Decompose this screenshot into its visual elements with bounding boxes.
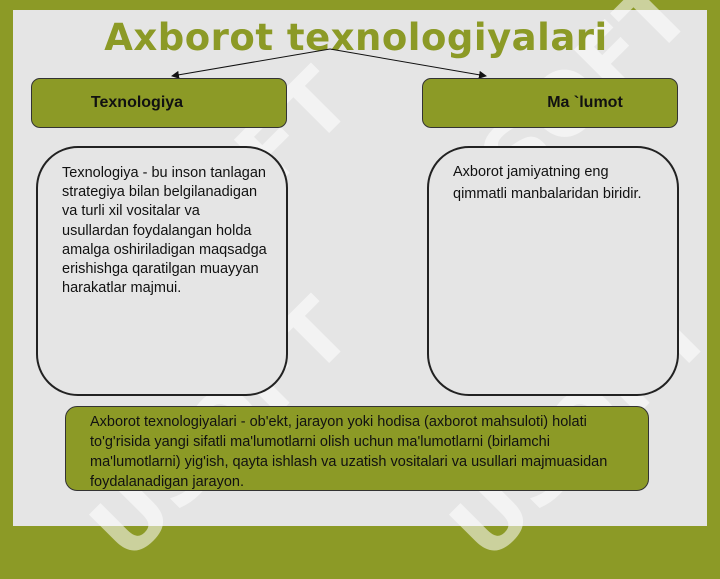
malumot-definition: Axborot jamiyatning eng qimmatli manbala… <box>453 164 642 202</box>
texnologiya-definition-box: Texnologiya - bu inson tanlagan strategi… <box>36 146 288 396</box>
axborot-texnologiyalari-definition-box: Axborot texnologiyalari - ob'ekt, jarayo… <box>65 406 649 491</box>
malumot-definition-box: Axborot jamiyatning eng qimmatli manbala… <box>427 146 679 396</box>
arrow-to-malumot <box>329 48 487 79</box>
texnologiya-definition: Texnologiya - bu inson tanlagan strategi… <box>62 165 267 297</box>
malumot-heading: Ma `lumot <box>547 94 623 111</box>
slide-title: Axborot texnologiyalari <box>104 16 608 59</box>
axborot-texnologiyalari-definition: Axborot texnologiyalari - ob'ekt, jarayo… <box>90 414 608 490</box>
arrow-to-texnologiya <box>171 48 331 79</box>
texnologiya-heading: Texnologiya <box>90 94 184 111</box>
texnologiya-heading-box: Texnologiya <box>31 78 287 128</box>
malumot-heading-box: Ma `lumot <box>422 78 678 128</box>
connector-arrows <box>171 48 487 79</box>
